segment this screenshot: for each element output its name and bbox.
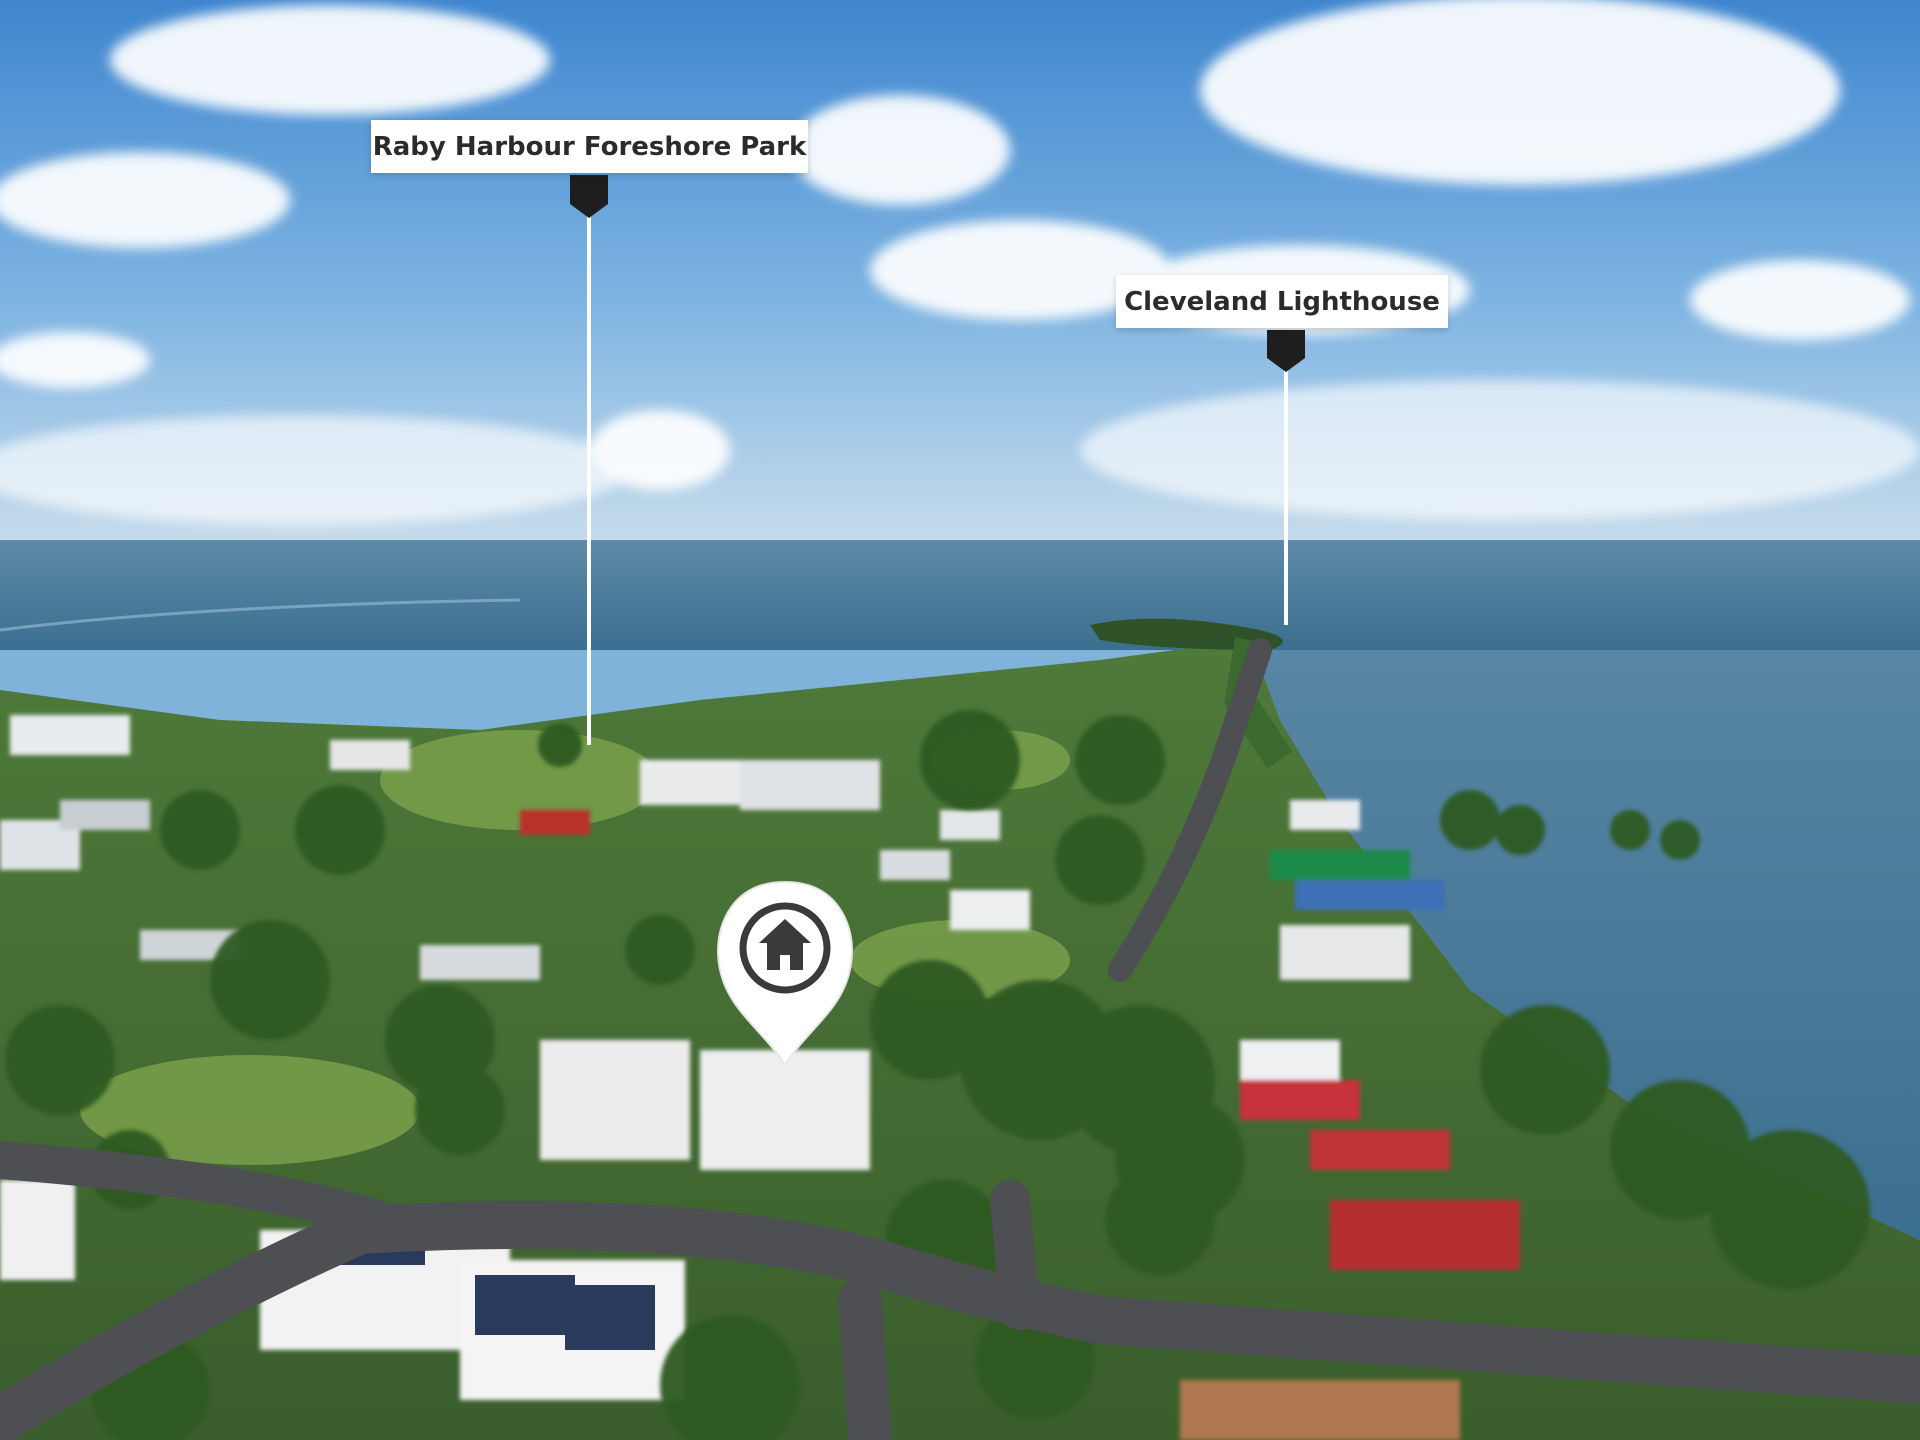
property-pin-icon	[716, 880, 854, 1067]
trees	[5, 710, 1870, 1440]
poi-label-raby-harbour: Raby Harbour Foreshore Park	[371, 120, 808, 173]
roads	[0, 638, 1920, 1440]
map-pin-icon	[570, 175, 608, 218]
map-pin-icon	[1267, 330, 1305, 372]
sea	[0, 540, 1920, 1240]
poi-label-cleveland-lighthouse: Cleveland Lighthouse	[1116, 275, 1448, 328]
clouds	[0, 0, 1920, 525]
houses	[0, 715, 1520, 1440]
home-icon	[759, 919, 811, 970]
